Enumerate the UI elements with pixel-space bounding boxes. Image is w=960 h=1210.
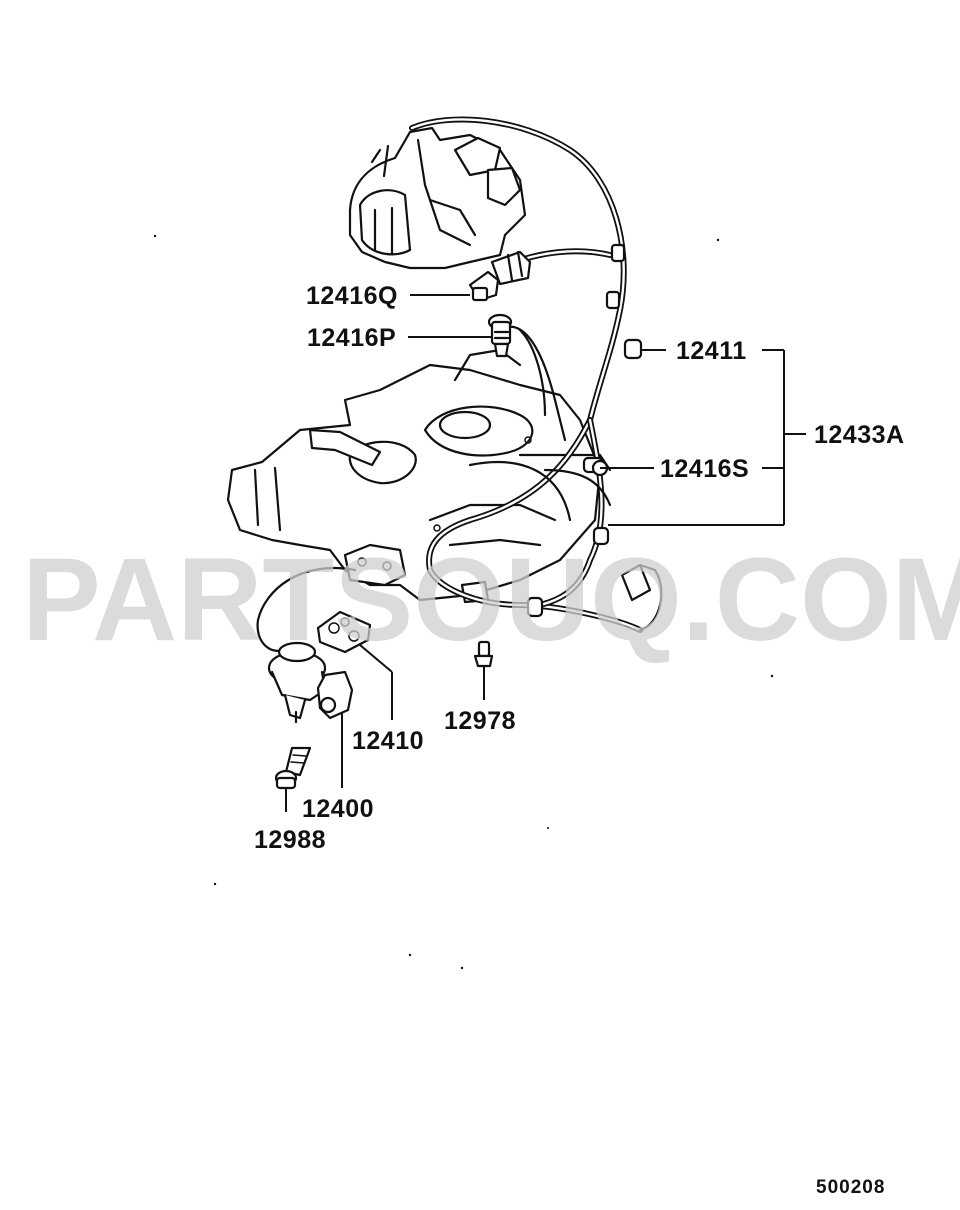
egr-valve-12400-drawing (256, 567, 357, 724)
scan-specks (153, 234, 774, 970)
part-label-12416P[interactable]: 12416P (307, 324, 396, 352)
part-label-12433A[interactable]: 12433A (814, 421, 905, 449)
part-label-12988[interactable]: 12988 (254, 826, 326, 854)
watermark-text: PARTSOUQ.COM (22, 534, 960, 666)
part-label-12978[interactable]: 12978 (444, 707, 516, 735)
part-label-12411[interactable]: 12411 (676, 337, 747, 365)
part-label-12416Q[interactable]: 12416Q (306, 282, 398, 310)
wiring-harness-drawing (409, 116, 663, 633)
bolt-12988-drawing (274, 746, 312, 790)
sensor-12416P-drawing (487, 313, 513, 358)
part-label-12416S[interactable]: 12416S (660, 455, 749, 483)
drawing-code: 500208 (816, 1177, 885, 1198)
leader-lines (285, 294, 806, 812)
gasket-12410-drawing (316, 610, 372, 654)
part-label-12400[interactable]: 12400 (302, 795, 374, 823)
bolt-12978-drawing (473, 640, 494, 668)
sensor-12416Q-drawing (468, 250, 532, 302)
upper-unit-drawing (348, 126, 527, 270)
part-label-12410[interactable]: 12410 (352, 727, 424, 755)
engine-block-drawing (226, 348, 612, 604)
